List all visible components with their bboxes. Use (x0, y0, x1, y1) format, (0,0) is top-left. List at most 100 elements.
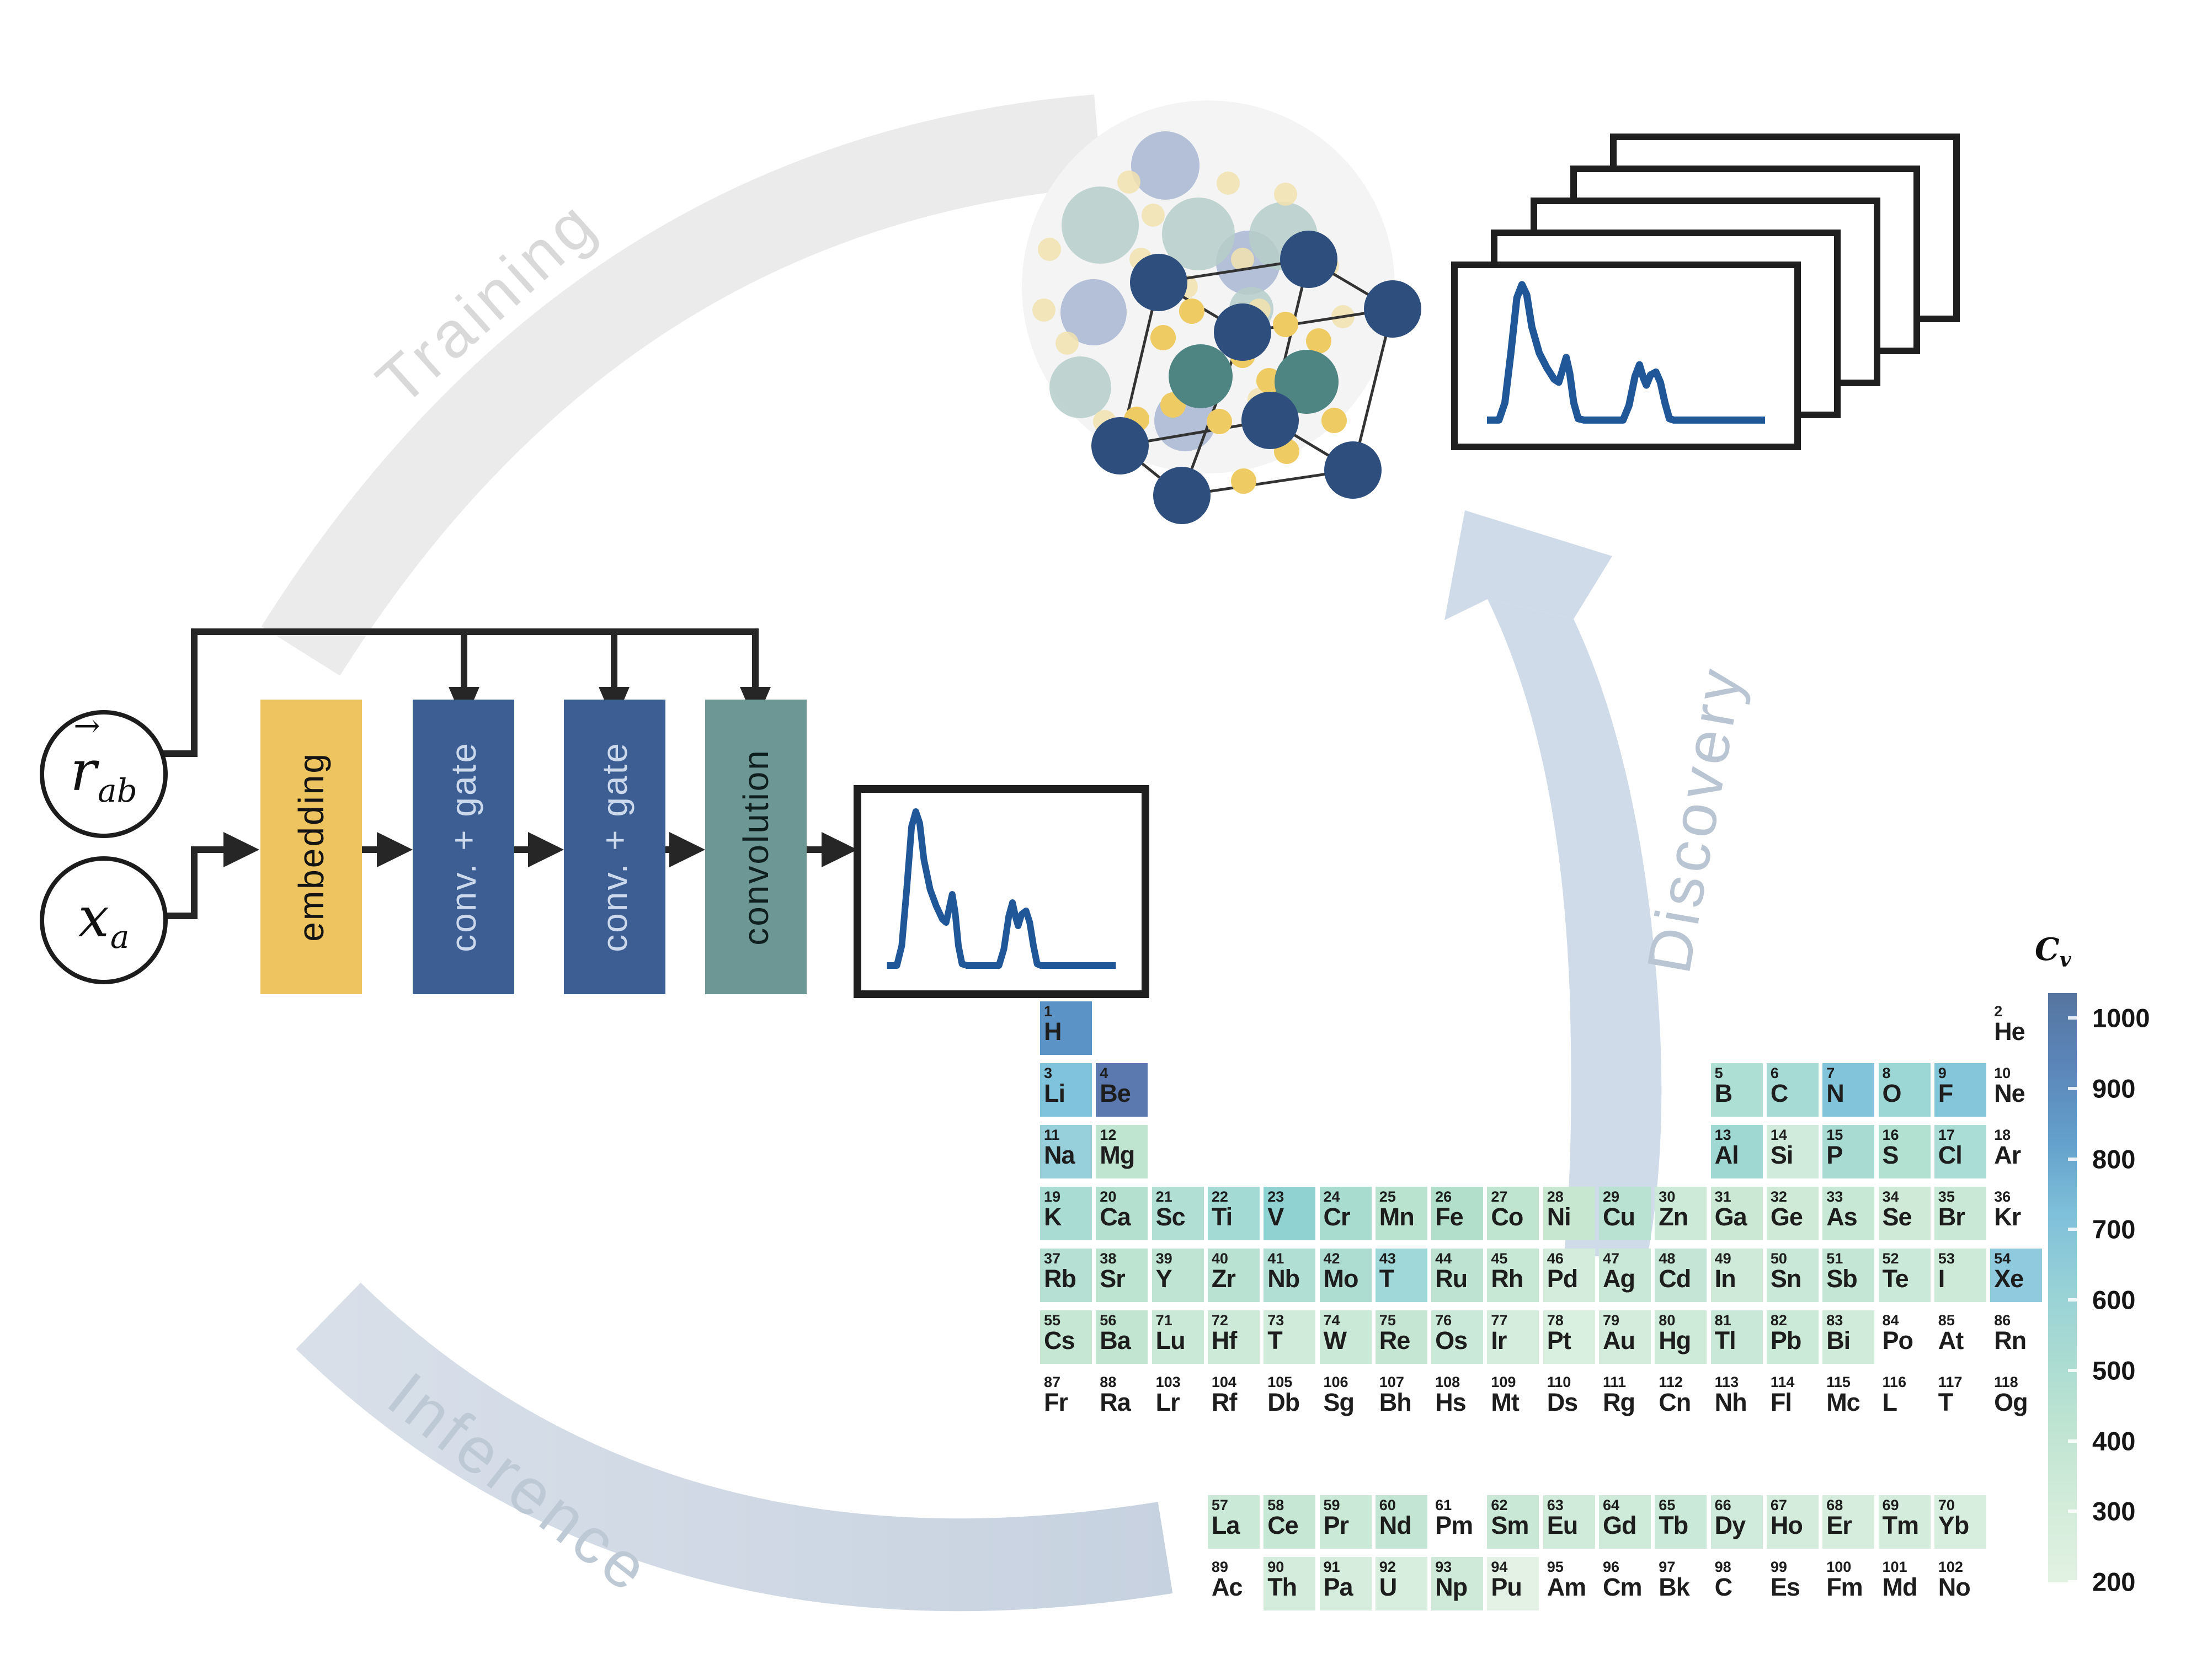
training-arc (261, 94, 1102, 676)
rab-symbol: →rab (70, 707, 137, 809)
conv-gate-block-2: conv. + gate (564, 700, 665, 994)
colorbar-tick-mark (2068, 1510, 2077, 1513)
colorbar-tick-mark (2068, 1368, 2077, 1372)
colorbar-tick-label: 200 (2092, 1567, 2136, 1597)
colorbar-title: Cv (2035, 931, 2071, 972)
conv-gate-block-1: conv. + gate (413, 700, 514, 994)
spectrum-curve (887, 808, 1116, 969)
input-node-xa: xa (40, 856, 168, 984)
atom-sphere (1130, 254, 1187, 311)
colorbar-tick-mark (2068, 1580, 2077, 1583)
embedding-block: embedding (260, 700, 362, 994)
atom-sphere (1214, 303, 1271, 361)
discovery-arrow (1444, 510, 1662, 1258)
colorbar-tick-label: 400 (2092, 1426, 2136, 1455)
atom-sphere (1091, 417, 1149, 474)
colorbar-tick-label: 500 (2092, 1356, 2136, 1385)
atom-sphere (1153, 467, 1211, 524)
colorbar-tick-mark (2068, 1298, 2077, 1302)
crystal-structure (1022, 100, 1421, 524)
inference-arc (296, 1282, 1173, 1612)
spectrum-curve (1487, 281, 1765, 424)
colorbar-tick-mark (2068, 1086, 2077, 1090)
colorbar-tick-label: 300 (2092, 1496, 2136, 1526)
spectra-stack (1451, 134, 1960, 450)
colorbar-tick-mark (2068, 1016, 2077, 1020)
atom-sphere (1241, 392, 1299, 449)
nn-wiring (158, 628, 822, 919)
xa-symbol: xa (78, 885, 130, 956)
